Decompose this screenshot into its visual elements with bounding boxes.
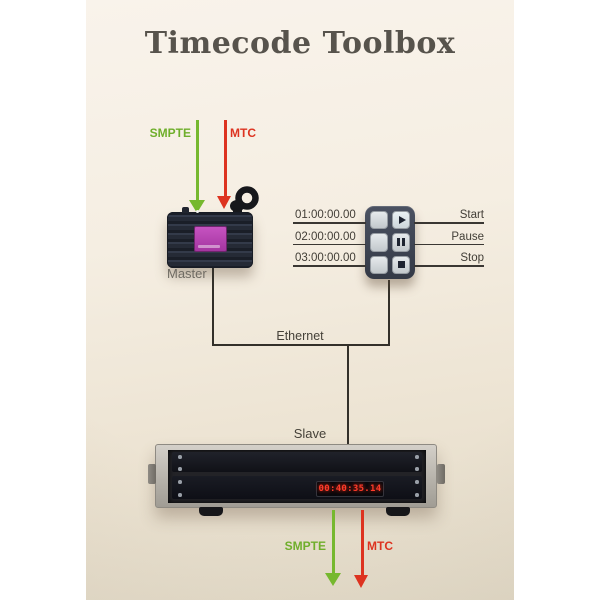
mtc-cable-icon bbox=[230, 186, 259, 215]
pause-icon bbox=[397, 238, 405, 247]
screw bbox=[178, 480, 182, 484]
smpte-input-arrow-line bbox=[195, 120, 199, 202]
page-title: Timecode Toolbox bbox=[144, 26, 456, 61]
action-stop-line bbox=[414, 265, 484, 267]
play-key bbox=[392, 211, 410, 230]
mtc-input-arrow-line bbox=[223, 120, 227, 198]
timecode-1: 01:00:00.00 bbox=[295, 209, 356, 221]
action-pause-line bbox=[414, 243, 484, 245]
case-latch-left bbox=[148, 464, 156, 484]
preset-key-1 bbox=[370, 211, 388, 230]
screw bbox=[178, 493, 182, 497]
timecode-3: 03:00:00.00 bbox=[295, 252, 356, 264]
timecode-1-line bbox=[293, 222, 366, 224]
smpte-output-label: SMPTE bbox=[284, 539, 326, 553]
smpte-input-arrowhead bbox=[189, 200, 205, 213]
screw bbox=[178, 467, 182, 471]
smpte-input-label: SMPTE bbox=[149, 126, 191, 140]
action-stop: Stop bbox=[460, 252, 484, 264]
case-foot bbox=[199, 507, 223, 516]
timecode-2: 02:00:00.00 bbox=[295, 230, 356, 243]
preset-key-3 bbox=[370, 255, 388, 274]
case-latch-right bbox=[437, 464, 445, 484]
timecode-display: 00:40:35.14 bbox=[316, 481, 384, 497]
action-pause: Pause bbox=[451, 230, 484, 243]
ethernet-line-to-slave bbox=[347, 346, 349, 444]
mtc-output-arrow-line bbox=[360, 510, 364, 577]
ethernet-line-from-master bbox=[211, 268, 214, 344]
master-label: Master bbox=[167, 266, 207, 281]
master-led-dot bbox=[196, 210, 199, 213]
ethernet-line-from-keypad bbox=[387, 280, 390, 344]
slave-device: 00:40:35.14 bbox=[148, 444, 445, 516]
screw bbox=[415, 455, 419, 459]
timecode-3-line bbox=[293, 265, 366, 267]
action-start-line bbox=[414, 222, 484, 224]
screw bbox=[415, 467, 419, 471]
mtc-output-arrowhead bbox=[354, 575, 368, 588]
case-foot bbox=[386, 507, 410, 516]
slave-display-panel bbox=[172, 476, 422, 499]
preset-key-2 bbox=[370, 233, 388, 252]
ethernet-line-horizontal bbox=[211, 344, 390, 346]
mtc-input-arrowhead bbox=[217, 196, 231, 209]
stop-icon bbox=[397, 261, 405, 269]
smpte-output-arrow-line bbox=[331, 510, 335, 575]
timecode-2-line bbox=[293, 243, 366, 245]
slave-label: Slave bbox=[293, 426, 327, 441]
stop-key bbox=[392, 255, 410, 274]
screw bbox=[415, 480, 419, 484]
master-connector bbox=[182, 207, 189, 213]
photo-background bbox=[86, 0, 514, 600]
play-icon bbox=[398, 216, 406, 225]
action-start: Start bbox=[459, 209, 484, 221]
mtc-output-label: MTC bbox=[367, 539, 393, 553]
mtc-input-label: MTC bbox=[230, 126, 256, 140]
screw bbox=[178, 455, 182, 459]
master-screen bbox=[194, 226, 227, 252]
ethernet-label: Ethernet bbox=[276, 329, 324, 343]
pause-key bbox=[392, 233, 410, 252]
keypad-device bbox=[365, 206, 415, 279]
smpte-output-arrowhead bbox=[325, 573, 341, 586]
slave-blank-panel bbox=[172, 452, 422, 472]
screw bbox=[415, 493, 419, 497]
master-device bbox=[167, 207, 253, 268]
